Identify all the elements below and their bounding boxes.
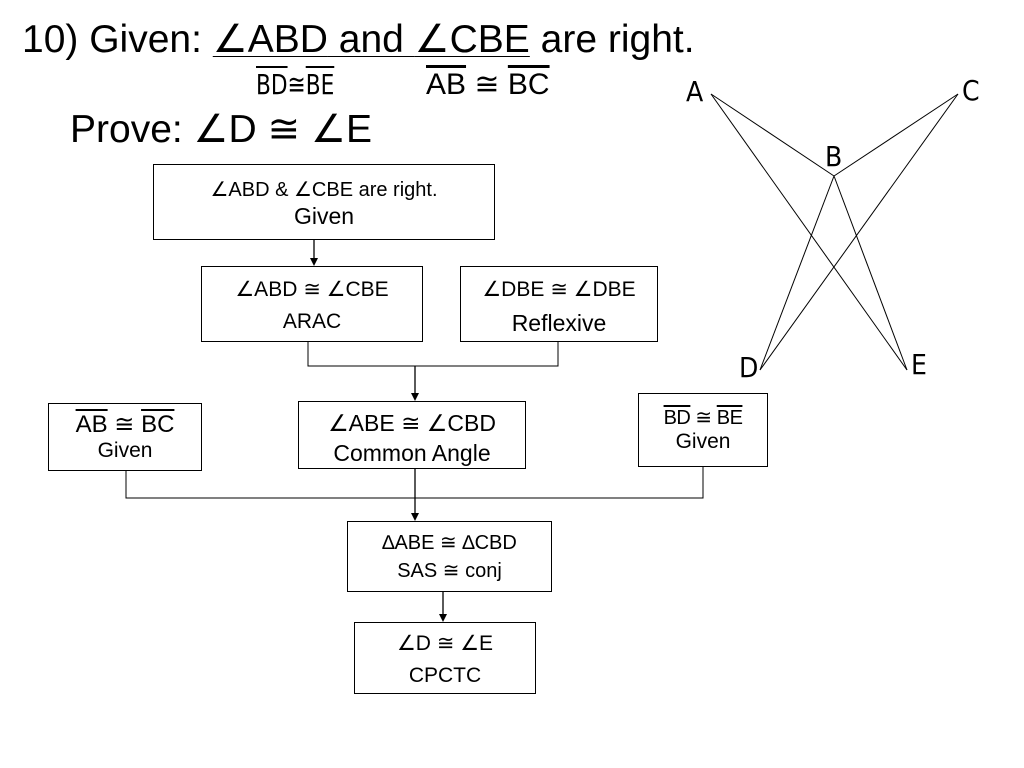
step-reason: Reflexive: [511, 310, 607, 336]
point-label-d: D: [739, 351, 758, 384]
point-label-c: C: [962, 74, 980, 107]
step-reason: Given: [675, 430, 731, 453]
step-reason: Given: [293, 203, 355, 229]
segment-bd-line: [759, 175, 835, 371]
step-cpctc: ∠D ≅ ∠E CPCTC: [354, 622, 536, 694]
step-sas: ∆ABE ≅ ∆CBD SAS ≅ conj: [347, 521, 552, 592]
step-statement: ∠D ≅ ∠E: [396, 632, 494, 655]
step-ab-bc-given: AB ≅ BC Given: [48, 403, 202, 471]
step-statement: ∠DBE ≅ ∠DBE: [482, 278, 636, 301]
congruent-symbol: ≅: [107, 411, 142, 438]
step-statement: ∠ABD ≅ ∠CBE: [235, 278, 389, 301]
bracket-given-segments: [125, 467, 704, 499]
bracket-arac-reflexive: [307, 342, 559, 367]
segment-be: BE: [305, 68, 335, 101]
point-label-e: E: [911, 348, 927, 381]
segment-cb-line: [833, 93, 959, 177]
segment-be: BE: [716, 407, 743, 429]
prove-statement: Prove: ∠D ≅ ∠E: [70, 108, 373, 151]
given-angle-abd: ∠ABD: [212, 18, 328, 61]
segment-ab: AB: [75, 411, 108, 438]
step-right-angles-given: ∠ABD & ∠CBE are right. Given: [153, 164, 495, 240]
step-statement: ∠ABD & ∠CBE are right.: [210, 179, 438, 201]
segment-bd: BD: [256, 68, 288, 101]
segment-bd: BD: [663, 407, 691, 429]
step-common-angle: ∠ABE ≅ ∠CBD Common Angle: [298, 401, 526, 469]
segment-cd: [759, 93, 959, 371]
step-reason: SAS ≅ conj: [397, 560, 502, 582]
step-statement: ∆ABE ≅ ∆CBD: [382, 532, 517, 554]
step-reason: CPCTC: [408, 664, 482, 687]
step-reflexive: ∠DBE ≅ ∠DBE Reflexive: [460, 266, 658, 342]
given-angle-cbe: ∠CBE: [414, 18, 530, 61]
point-label-b: B: [825, 140, 842, 173]
segment-ab: AB: [426, 68, 467, 101]
given-segments-bd-be: BD≅BE: [256, 68, 334, 102]
step-statement: ∠ABE ≅ ∠CBD: [328, 410, 496, 436]
step-arac: ∠ABD ≅ ∠CBE ARAC: [201, 266, 423, 342]
segment-bc: BC: [141, 411, 175, 438]
congruent-symbol: ≅: [287, 68, 306, 101]
given-prefix: 10) Given:: [22, 18, 213, 61]
step-reason: ARAC: [282, 310, 342, 333]
step-reason: Common Angle: [333, 440, 491, 466]
step-bd-be-given: BD ≅ BE Given: [638, 393, 768, 467]
given-statement: 10) Given: ∠ABD and ∠CBE are right.: [22, 16, 695, 64]
given-segments-ab-bc: AB ≅ BC: [426, 68, 550, 102]
congruent-symbol: ≅: [474, 68, 500, 101]
segment-ae: [710, 93, 908, 371]
segment-bc: BC: [507, 68, 550, 101]
segment-ab-line: [710, 93, 835, 177]
given-and: and: [327, 18, 415, 61]
step-reason: Given: [97, 439, 153, 462]
segment-be-line: [833, 175, 908, 371]
point-label-a: A: [686, 75, 704, 108]
step-statement: BD ≅ BE: [639, 406, 767, 430]
congruent-symbol: ≅: [690, 407, 717, 429]
step-statement: AB ≅ BC: [49, 411, 201, 439]
given-suffix: are right.: [529, 18, 695, 61]
